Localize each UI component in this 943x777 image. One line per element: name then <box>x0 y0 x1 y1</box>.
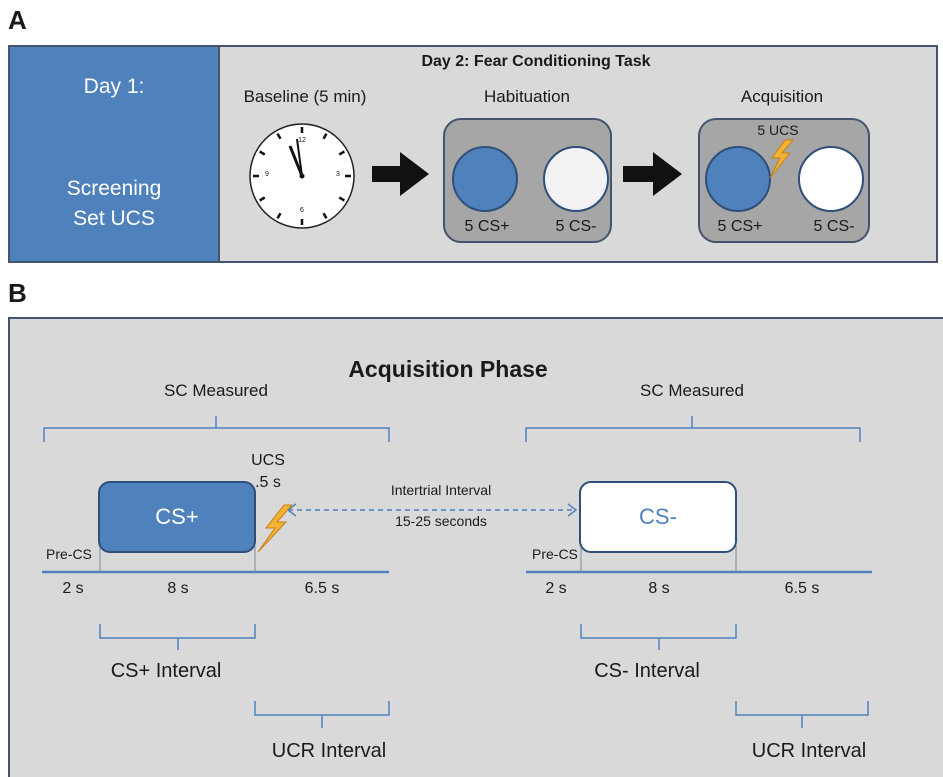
sc-measured-bracket-left <box>43 416 390 442</box>
cs-minus-stimulus: CS- <box>579 481 737 553</box>
cs-plus-circle <box>452 146 518 212</box>
clock-number-9: 9 <box>265 171 269 178</box>
ucr-interval-label-left: UCR Interval <box>271 740 387 762</box>
clock-number-3: 3 <box>336 171 340 178</box>
cs-plus-stimulus: CS+ <box>98 481 256 553</box>
cs-minus-circle <box>543 146 609 212</box>
panel-b-letter: B <box>8 278 27 308</box>
habituation-cs-plus: 5 CS+ <box>464 218 510 235</box>
habituation-cs-minus: 5 CS- <box>555 218 597 235</box>
intertrial-interval-label: Intertrial Interval <box>390 482 492 498</box>
cs-plus-label: CS+ <box>155 504 199 529</box>
acquisition-label: Acquisition <box>740 87 824 106</box>
duration-post-right: 6.5 s <box>784 580 820 597</box>
cs-minus-interval-label: CS- Interval <box>594 660 700 682</box>
pre-cs-left: Pre-CS <box>46 546 92 562</box>
pre-cs-right: Pre-CS <box>532 546 578 562</box>
duration-pre-right: 2 s <box>545 580 567 597</box>
ucs-duration: .5 s <box>255 474 281 491</box>
day1-title: Day 1: <box>83 75 145 98</box>
day1-set-ucs: Set UCS <box>73 207 155 230</box>
acquisition-ucs: 5 UCS <box>757 122 799 138</box>
ucs-label: UCS <box>251 452 285 469</box>
day1-screening: Screening <box>66 177 162 200</box>
arrow-right-icon <box>372 152 429 196</box>
day1-box: Day 1: Screening Set UCS <box>10 47 220 261</box>
cs-minus-circle <box>798 146 864 212</box>
ucr-interval-bracket-left <box>254 701 390 728</box>
cs-minus-label: CS- <box>639 504 677 529</box>
ucr-interval-label-right: UCR Interval <box>751 740 867 762</box>
acquisition-cs-plus: 5 CS+ <box>717 218 763 235</box>
clock-number-6: 6 <box>300 207 304 214</box>
arrow-right-icon <box>623 152 682 196</box>
habituation-label: Habituation <box>483 87 571 106</box>
ucr-interval-bracket-right <box>735 701 869 728</box>
cs-minus-interval-bracket <box>580 624 737 650</box>
sc-measured-left: SC Measured <box>164 381 268 400</box>
cs-plus-interval-bracket <box>99 624 256 650</box>
sc-measured-bracket-right <box>525 416 861 442</box>
day2-title: Day 2: Fear Conditioning Task <box>421 53 651 70</box>
duration-post-left: 6.5 s <box>304 580 340 597</box>
sc-measured-right: SC Measured <box>640 381 744 400</box>
duration-cs-left: 8 s <box>167 580 189 597</box>
clock-number-12: 12 <box>298 137 306 144</box>
intertrial-seconds-label: 15-25 seconds <box>395 513 487 529</box>
cs-plus-interval-label: CS+ Interval <box>110 660 222 682</box>
acquisition-cs-minus: 5 CS- <box>813 218 855 235</box>
panel-a-letter: A <box>8 5 27 35</box>
acquisition-phase-title: Acquisition Phase <box>348 356 548 382</box>
duration-pre-left: 2 s <box>62 580 84 597</box>
baseline-label: Baseline (5 min) <box>243 87 367 106</box>
cs-plus-circle <box>705 146 771 212</box>
duration-cs-right: 8 s <box>648 580 670 597</box>
